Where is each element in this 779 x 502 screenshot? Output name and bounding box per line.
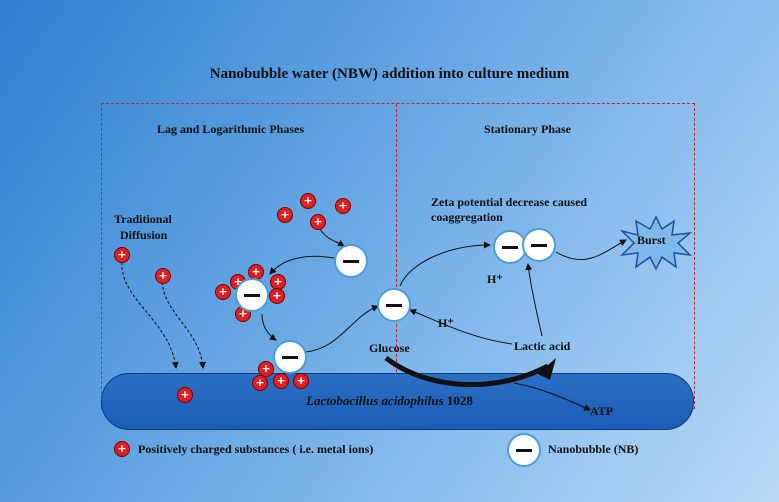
nanobubble (235, 278, 269, 312)
atp-label: ATP (590, 404, 614, 418)
diagram-title: Nanobubble water (NBW) addition into cul… (209, 66, 570, 82)
glucose-label: Glucose (369, 341, 410, 355)
legend-nanobubble-label: Nanobubble (NB) (548, 442, 639, 456)
positive-charge: + (177, 387, 193, 403)
strain-number: 1028 (443, 393, 473, 408)
traditional-label: Traditional (114, 212, 172, 226)
positive-charge: + (277, 207, 293, 223)
positive-charge: + (114, 247, 130, 263)
lactic-acid-label: Lactic acid (514, 339, 571, 353)
h-plus-upper: H⁺ (487, 272, 503, 286)
positive-charge: + (300, 193, 316, 209)
bacterium-cell (101, 373, 694, 430)
right-panel-title: Stationary Phase (484, 122, 571, 136)
positive-charge: + (273, 373, 289, 389)
species-name: Lactobacillus acidophilus (306, 393, 444, 408)
diffusion-label: Diffusion (120, 228, 168, 242)
positive-charge: + (335, 198, 351, 214)
positive-charge: + (293, 373, 309, 389)
zeta-label-line2: coaggregation (431, 210, 503, 224)
legend-nanobubble-icon (507, 433, 541, 467)
positive-charge: + (269, 288, 285, 304)
panel-divider (396, 104, 397, 372)
zeta-label-line1: Zeta potential decrease caused (431, 195, 588, 209)
nanobubble (522, 228, 556, 262)
burst-star-icon (620, 215, 692, 271)
positive-charge: + (215, 284, 231, 300)
positive-charge: + (258, 361, 274, 377)
left-panel-title: Lag and Logarithmic Phases (157, 122, 305, 136)
nanobubble (273, 340, 307, 374)
burst-label: Burst (637, 233, 666, 247)
positive-charge: + (310, 214, 326, 230)
positive-charge: + (155, 268, 171, 284)
bacterium-label: Lactobacillus acidophilus 1028 (0, 393, 779, 409)
nanobubble (334, 244, 368, 278)
nanobubble (377, 288, 411, 322)
legend-positive-icon: + (114, 441, 130, 457)
nanobubble (493, 230, 527, 264)
positive-charge: + (252, 375, 268, 391)
legend-positive-label: Positively charged substances ( i.e. met… (138, 442, 374, 456)
